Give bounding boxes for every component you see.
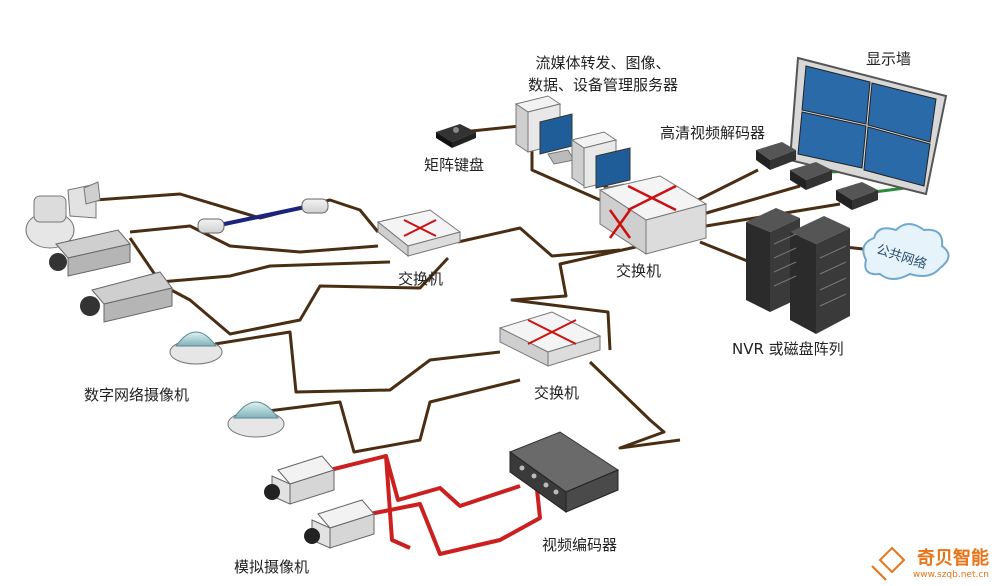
fiber-converter-left bbox=[197, 218, 225, 234]
cable-bottom-encoder bbox=[588, 360, 681, 450]
fiber-converter-right bbox=[301, 198, 329, 214]
fiber-link bbox=[197, 198, 329, 234]
nvr-racks bbox=[746, 208, 850, 334]
label-switch-left: 交换机 bbox=[398, 270, 444, 288]
analog-cable-1 bbox=[329, 454, 521, 508]
hd-decoder-3 bbox=[836, 182, 878, 210]
analog-camera-1 bbox=[264, 455, 335, 505]
label-ip-cameras: 数字网络摄像机 bbox=[84, 386, 190, 404]
cable-core-bottom bbox=[510, 244, 641, 351]
hd-decoder-2 bbox=[790, 162, 832, 190]
label-matrix-keyboard: 矩阵键盘 bbox=[424, 156, 485, 174]
label-nvr: NVR 或磁盘阵列 bbox=[732, 340, 844, 358]
brand-watermark: 奇贝智能 www.szqb.net.cn bbox=[913, 544, 989, 580]
dome-camera-2 bbox=[227, 401, 285, 438]
label-switch-core: 交换机 bbox=[616, 262, 662, 280]
label-display-wall: 显示墙 bbox=[866, 50, 912, 68]
cable-core-decoder2 bbox=[695, 184, 801, 218]
server-1 bbox=[514, 95, 575, 165]
arrows-icon bbox=[608, 184, 677, 239]
cloud-icon bbox=[862, 223, 950, 280]
label-analog-cameras: 模拟摄像机 bbox=[234, 558, 310, 576]
cable-ptz-switch bbox=[94, 192, 380, 233]
servers bbox=[514, 95, 631, 199]
cable-ip2-switch bbox=[159, 256, 450, 336]
brand-url: www.szqb.net.cn bbox=[912, 570, 989, 580]
video-encoder bbox=[508, 431, 620, 513]
arrows-icon bbox=[527, 319, 577, 345]
switch-left bbox=[376, 209, 462, 258]
cable-switch-core bbox=[457, 226, 621, 258]
brand-logo-icon bbox=[871, 546, 906, 581]
analog-cable-3 bbox=[384, 455, 411, 550]
cable-ip1-switch bbox=[128, 237, 391, 284]
brand-name: 奇贝智能 bbox=[917, 548, 989, 569]
label-switch-bottom: 交换机 bbox=[534, 384, 580, 402]
matrix-keyboard bbox=[436, 124, 476, 148]
analog-camera-2 bbox=[304, 499, 375, 549]
box-camera-1 bbox=[49, 229, 131, 277]
hd-decoders bbox=[756, 142, 878, 210]
cable-dome2-route bbox=[259, 378, 521, 454]
switch-bottom bbox=[498, 311, 602, 367]
display-wall bbox=[788, 56, 948, 196]
switch-core bbox=[598, 175, 708, 255]
cable-ptz-switch-b bbox=[129, 224, 379, 254]
network-cables bbox=[94, 124, 873, 454]
ptz-camera bbox=[25, 181, 101, 249]
analog-cables bbox=[329, 454, 542, 556]
box-camera-2 bbox=[80, 271, 173, 323]
label-server: 流媒体转发、图像、 数据、设备管理服务器 bbox=[527, 54, 678, 94]
label-hd-decoder: 高清视频解码器 bbox=[660, 124, 766, 142]
dome-camera-1 bbox=[169, 331, 223, 365]
cable-dome1-route bbox=[214, 330, 501, 394]
hd-decoder-1 bbox=[756, 142, 796, 170]
label-video-encoder: 视频编码器 bbox=[542, 536, 618, 554]
analog-cable-2 bbox=[369, 479, 542, 556]
arrows-icon bbox=[403, 219, 437, 237]
